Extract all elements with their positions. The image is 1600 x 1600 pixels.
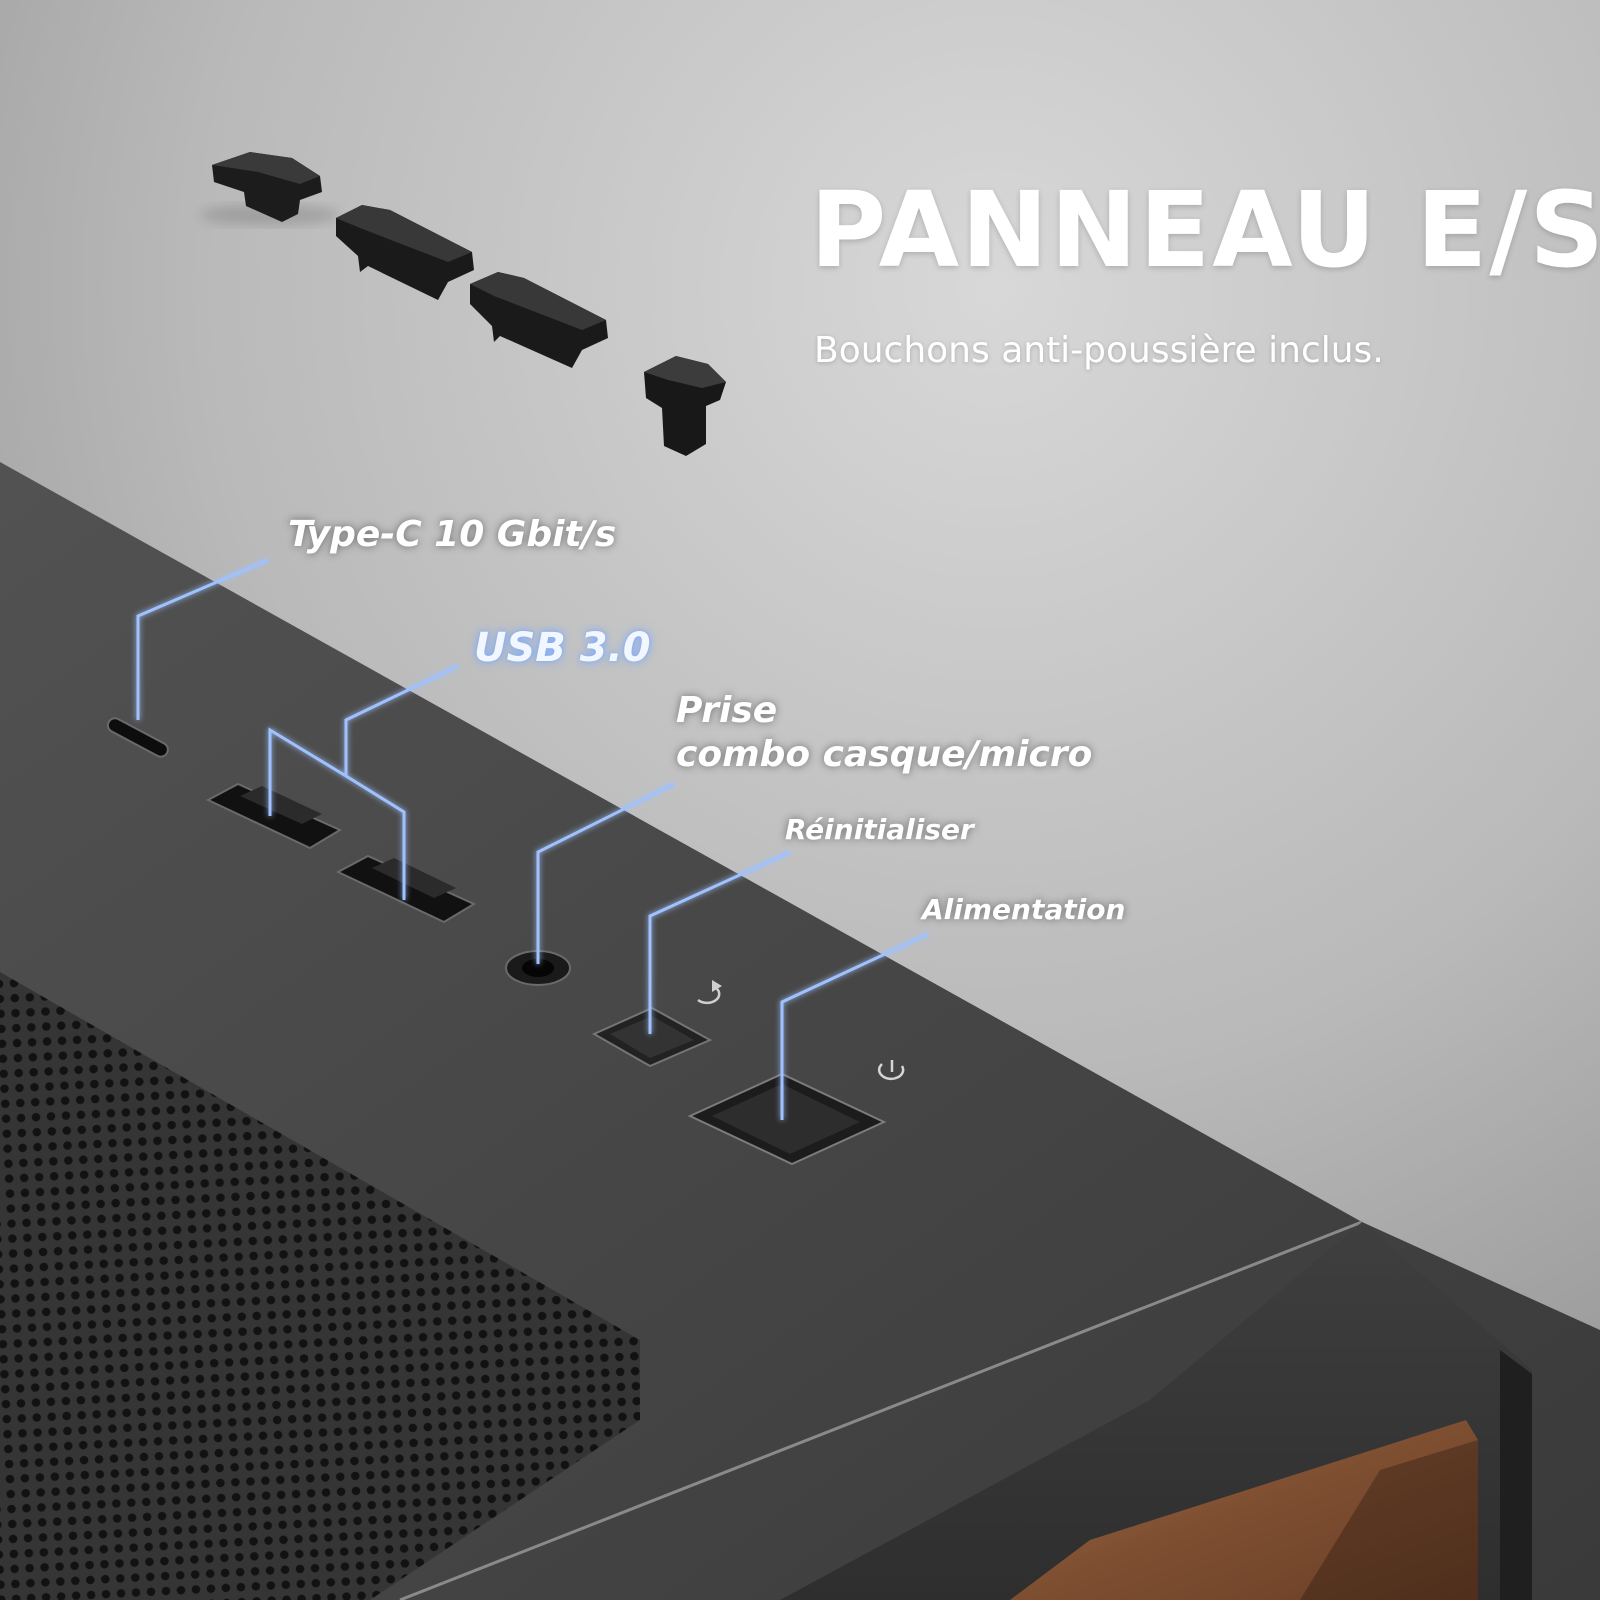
reset-icon [697,980,722,1005]
dust-plugs [200,152,726,456]
reset-button[interactable] [591,1006,713,1068]
callout-line-reset [648,850,791,1034]
usb-port-1 [205,782,343,850]
callout-reset: Réinitialiser [785,813,974,846]
dust-plug-usb-2 [470,272,608,368]
callout-usb: USB 3.0 [474,625,651,671]
dust-plug-type-c [212,152,322,222]
audio-jack [505,950,571,986]
mesh-vent [0,972,640,1600]
pc-case [0,462,1600,1600]
callout-audio-line-2: combo casque/micro [676,733,1093,775]
case-edge-highlight [399,1220,1363,1600]
callout-audio-line-1: Prise [676,690,778,731]
wood-panel-shadow [1300,1440,1478,1600]
page-subtitle: Bouchons anti-poussière inclus. [814,330,1384,371]
type-c-port [106,717,169,758]
callout-line-type-c [136,558,269,720]
callout-line-usb-2 [345,774,406,900]
io-ports [106,717,905,1166]
power-icon [877,1060,905,1081]
dust-plug-usb-1 [336,205,474,300]
wood-panel [1010,1420,1478,1600]
callout-power: Alimentation [922,893,1126,926]
callout-audio: Prise combo casque/micro [676,689,1092,777]
power-button[interactable] [687,1072,887,1166]
callout-line-audio [536,782,675,964]
dust-plug-audio [644,356,726,456]
callout-lines [136,558,929,1120]
callout-type-c: Type-C 10 Gbit/s [288,514,617,555]
callout-line-power [780,932,929,1120]
page-title: PANNEAU E/S [810,169,1600,291]
case-front-bezel [1500,1350,1532,1600]
usb-port-2 [335,854,477,924]
